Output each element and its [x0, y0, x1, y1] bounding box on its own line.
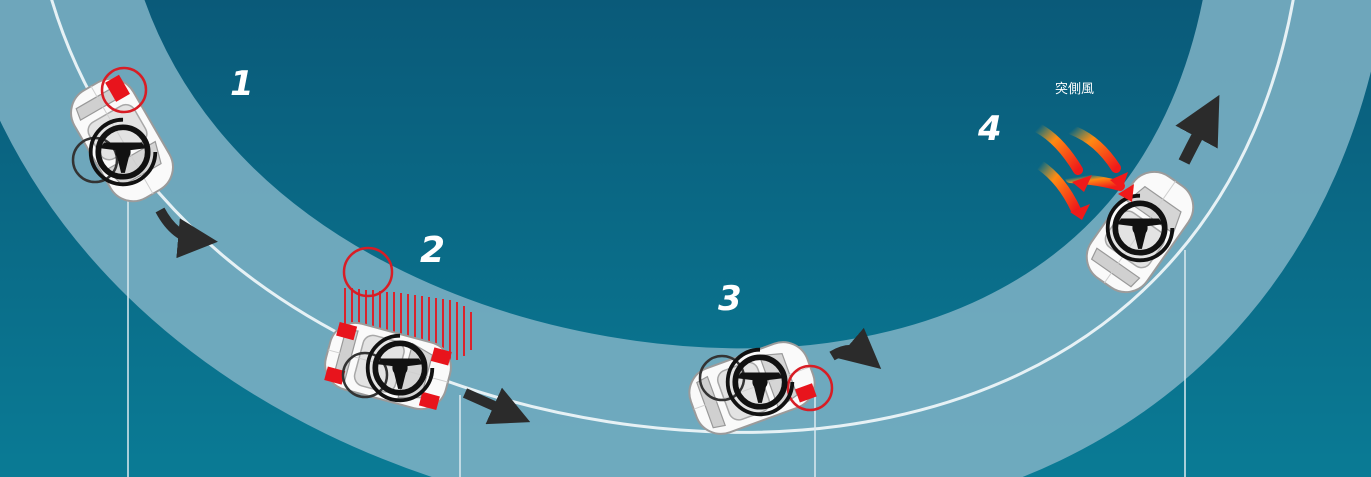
- steering-ring: [341, 351, 389, 399]
- steering-wheel-icon: [1105, 193, 1175, 263]
- step-3-car: [681, 333, 823, 443]
- brake-highlight: [105, 74, 130, 102]
- steering-wheel-icon: [725, 347, 795, 417]
- direction-arrow-3: [829, 327, 882, 370]
- steering-wheel-icon: [365, 333, 435, 403]
- step-number-3: 3: [718, 279, 742, 319]
- steering-wheel-icon: [88, 117, 158, 187]
- warning-ring: [342, 246, 394, 298]
- brake-ring: [100, 66, 148, 114]
- brake-ring: [786, 364, 834, 412]
- crosswind-label: 突側風: [1055, 81, 1094, 96]
- step-1-car: [60, 68, 184, 212]
- direction-arrow-2: [462, 387, 531, 425]
- step-number-4: 4: [977, 109, 1002, 149]
- crosswind-arrows-icon: [1033, 123, 1134, 220]
- step-2-car: [318, 316, 458, 416]
- step-number-2: 2: [420, 230, 445, 271]
- direction-arrow-1: [155, 207, 218, 259]
- step-number-1: 1: [230, 64, 254, 104]
- direction-arrow-4: [1175, 94, 1220, 165]
